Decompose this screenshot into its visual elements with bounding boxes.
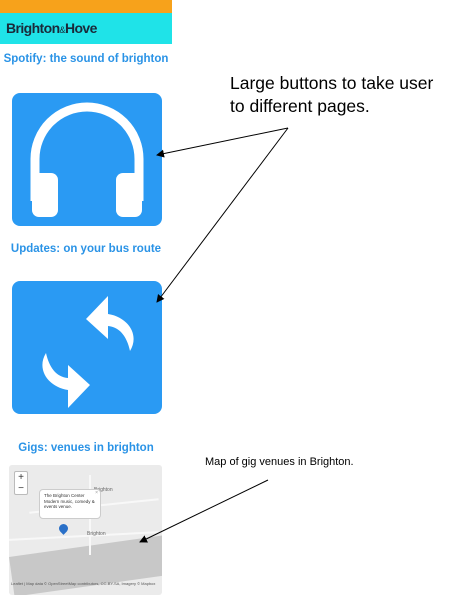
header-banner: Brighton&Hove: [0, 13, 172, 44]
large-buttons-annotation: Large buttons to take user to different …: [230, 73, 434, 116]
map-annotation: Map of gig venues in Brighton.: [205, 456, 354, 468]
arrow-to-updates: [156, 127, 289, 303]
arrow-to-spotify: [156, 127, 289, 158]
venue-popup: × The Brighton Center Modern music, come…: [39, 489, 101, 519]
zoom-in-button[interactable]: +: [18, 472, 24, 483]
updates-button[interactable]: [12, 281, 162, 414]
map-place-label: Brighton: [94, 487, 113, 493]
logo-amp: &: [59, 25, 66, 35]
popup-close-icon[interactable]: ×: [95, 490, 98, 496]
headphones-icon: [30, 102, 144, 217]
map-attribution: Leaflet | Map data © OpenStreetMap contr…: [11, 581, 156, 586]
header-bar: Brighton&Hove: [0, 0, 172, 44]
map-place-label: Brighton: [87, 531, 106, 537]
logo-main: Brighton: [6, 20, 60, 36]
map-zoom-control[interactable]: + −: [14, 471, 28, 495]
arrow-to-map: [139, 479, 269, 543]
logo-end: Hove: [64, 20, 97, 36]
header-stripe: [0, 0, 172, 13]
popup-description: Modern music, comedy & events venue.: [44, 498, 95, 510]
spotify-title: Spotify: the sound of brighton: [3, 53, 169, 65]
gig-venues-map[interactable]: + − Brighton Brighton × The Brighton Cen…: [9, 465, 162, 595]
updates-title: Updates: on your bus route: [10, 243, 162, 255]
spotify-button[interactable]: [12, 93, 162, 226]
brighton-hove-logo[interactable]: Brighton&Hove: [6, 20, 97, 36]
refresh-arrows-icon: [42, 296, 134, 408]
gigs-title: Gigs: venues in brighton: [18, 442, 154, 454]
zoom-out-button[interactable]: −: [18, 483, 24, 494]
popup-title: The Brighton Center: [44, 493, 85, 498]
